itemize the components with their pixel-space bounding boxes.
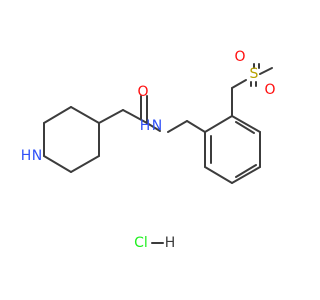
bond — [231, 115, 261, 133]
bond — [43, 106, 72, 124]
sulfur-label: S — [250, 66, 259, 82]
bond — [167, 120, 188, 133]
piperidine-hydrogen-label: H — [21, 148, 32, 164]
bond — [70, 155, 100, 173]
amide-hydrogen-label: H — [140, 118, 151, 134]
bond — [146, 122, 161, 132]
bond — [98, 109, 124, 124]
bond — [235, 121, 255, 134]
bond — [204, 166, 233, 184]
bond — [204, 115, 233, 133]
hydrochloride-salt: Cl H — [134, 235, 175, 251]
bond — [231, 79, 247, 89]
methylsulfonyl-group — [231, 63, 273, 117]
atom-labels: O N H N H S O O — [21, 49, 276, 164]
bond — [122, 109, 148, 124]
piperidine-nitrogen-label: N — [32, 148, 42, 164]
sulfonyl-oxygen-top-label: O — [234, 49, 245, 65]
benzene-ring — [204, 115, 261, 184]
amide-oxygen-label: O — [137, 84, 148, 100]
sulfonyl-oxygen-bottom-label: O — [264, 82, 275, 98]
bond — [43, 155, 72, 173]
amide-nitrogen-label: N — [152, 118, 162, 134]
piperidine-ring — [43, 106, 100, 173]
chemical-structure: O N H N H S O O Cl H — [21, 49, 276, 251]
bond — [259, 67, 273, 75]
bond — [70, 106, 100, 124]
bond — [186, 120, 206, 133]
chlorine-label: Cl — [134, 235, 148, 251]
propanamide-chain — [98, 95, 206, 133]
salt-hydrogen-label: H — [165, 235, 176, 251]
bond — [231, 166, 261, 184]
bond — [235, 164, 257, 178]
